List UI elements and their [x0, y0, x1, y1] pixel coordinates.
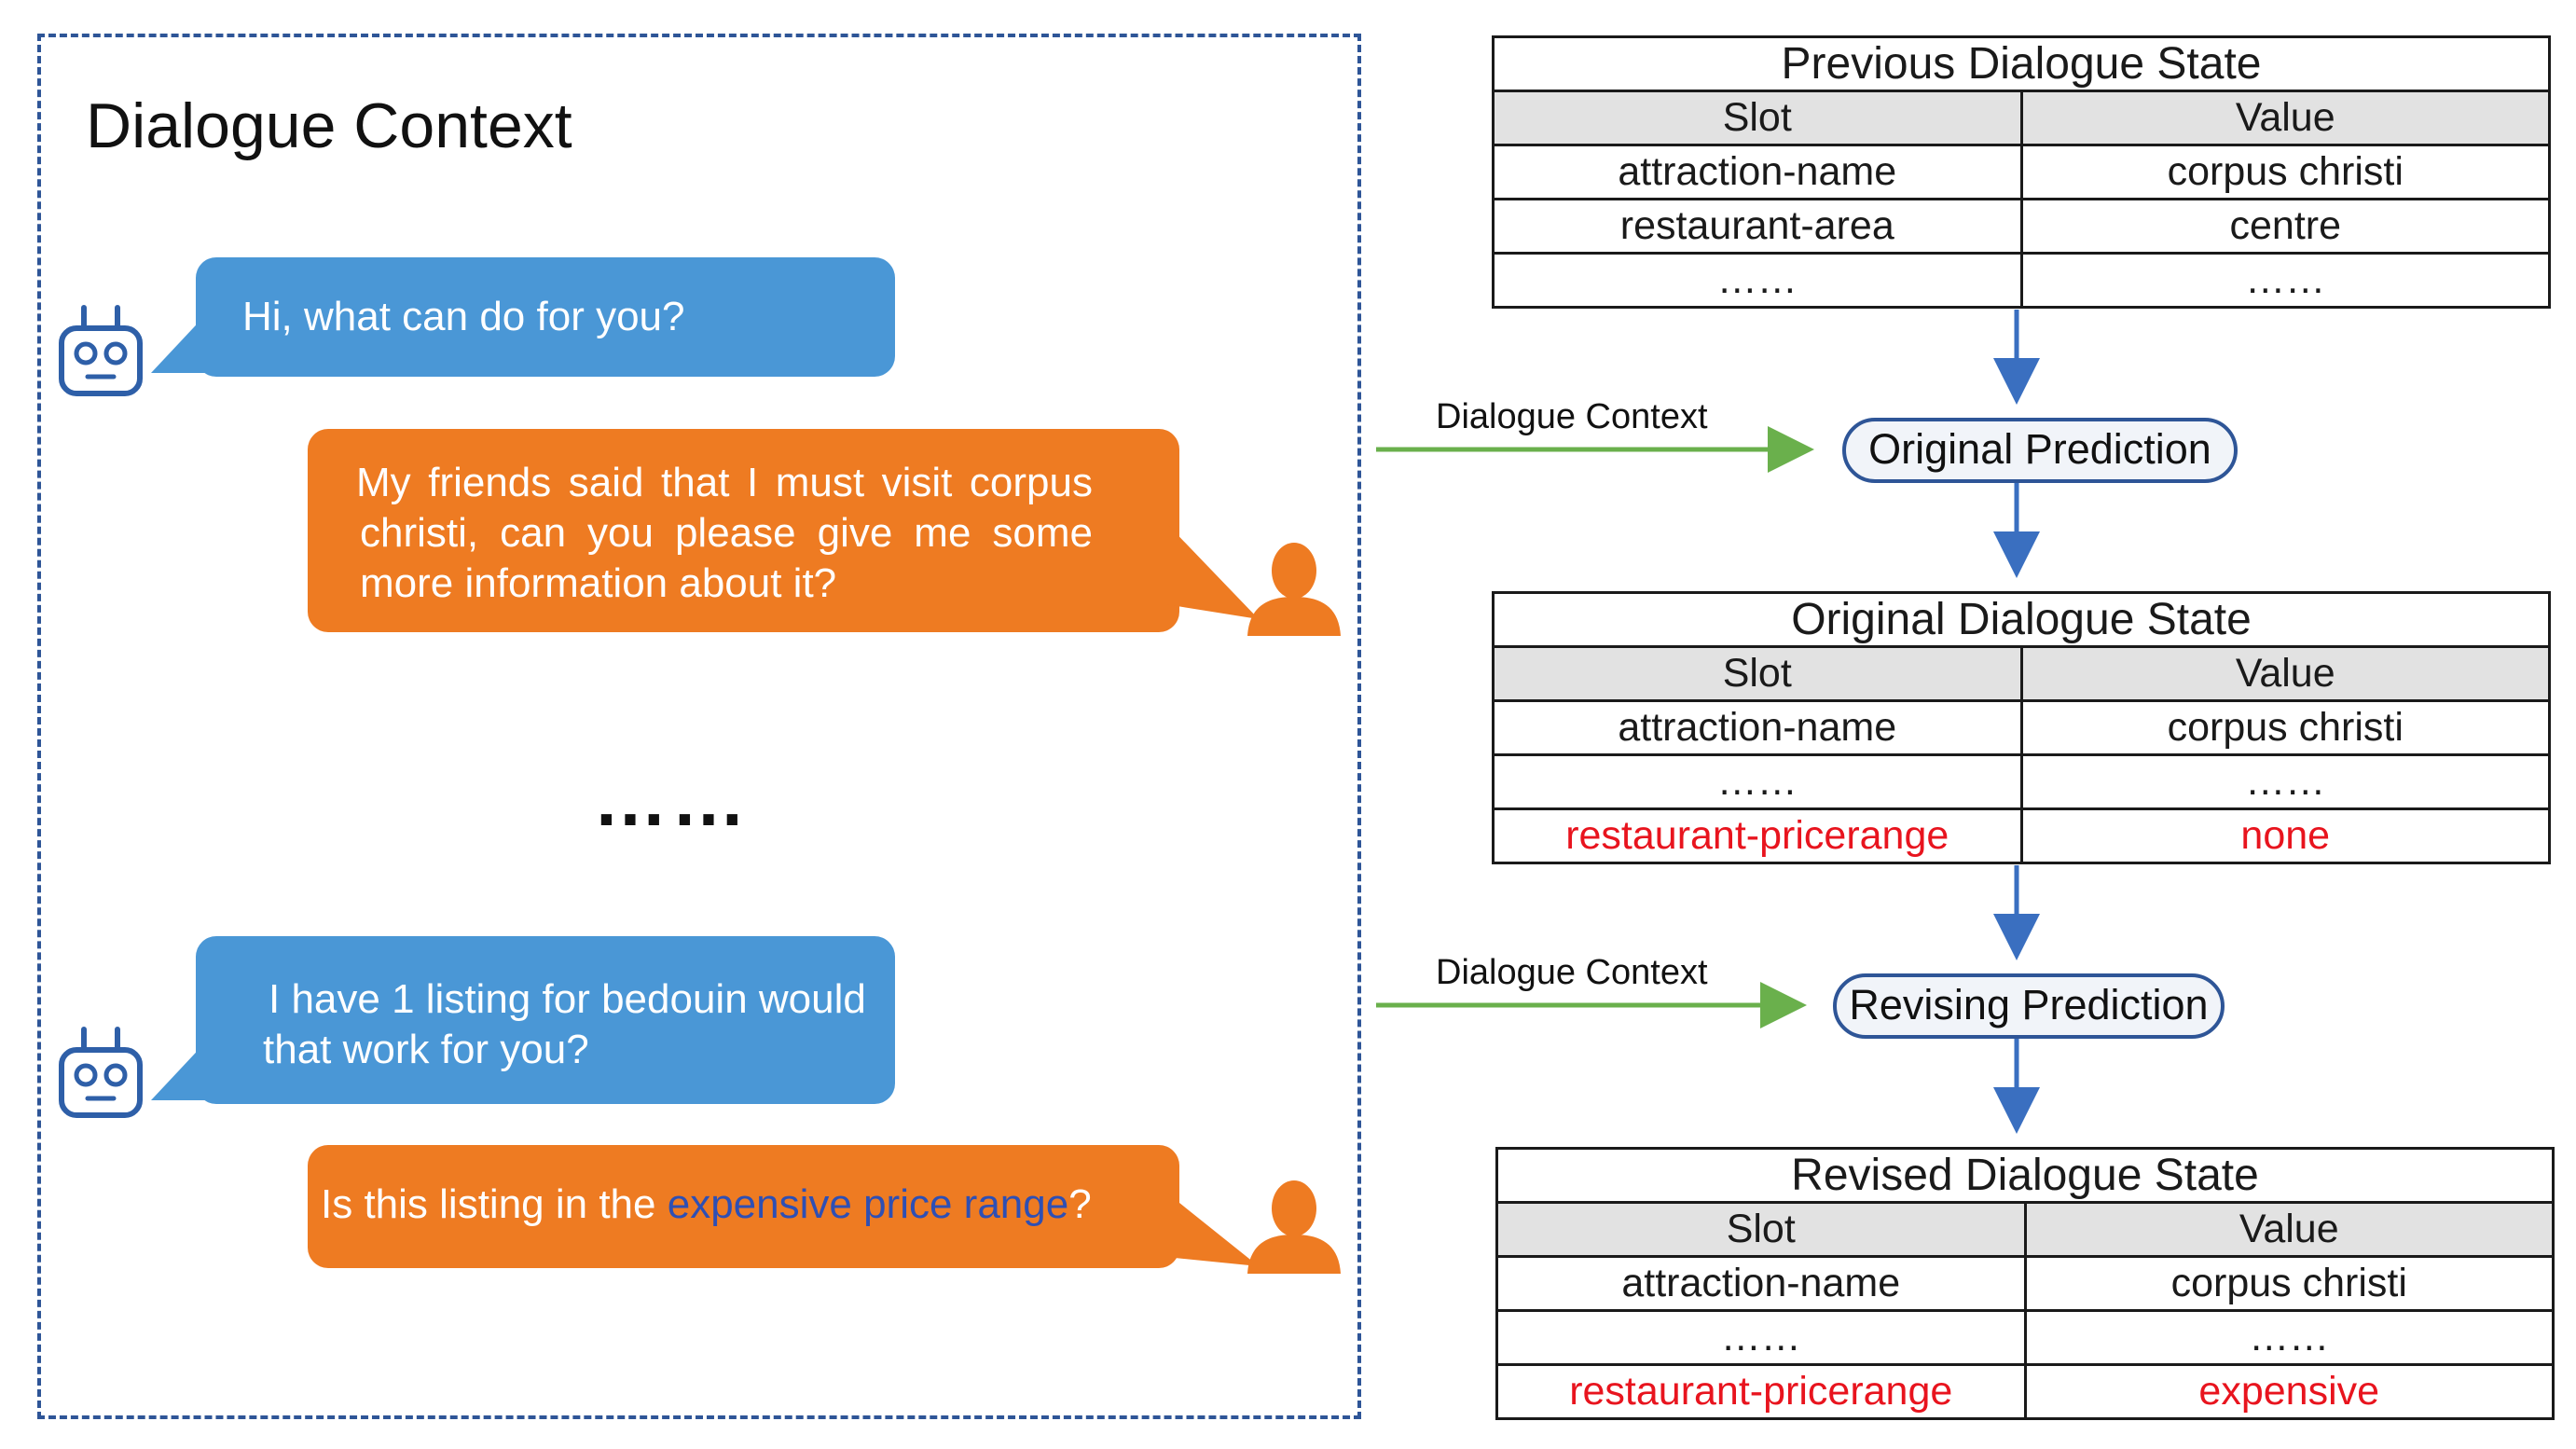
- value-cell: corpus christi: [2019, 699, 2551, 756]
- column-header-slot: Slot: [1495, 1201, 2027, 1258]
- user-icon: [1247, 1180, 1341, 1274]
- value-cell: ……: [2019, 753, 2551, 810]
- edge-label-dialogue-context: Dialogue Context: [1436, 397, 1708, 436]
- slot-cell: restaurant-area: [1492, 198, 2023, 255]
- system-message-bubble: I have 1 listing for bedouin would that …: [151, 936, 895, 1104]
- user-message-line: more information about it?: [360, 560, 837, 606]
- system-message-text: Hi, what can do for you?: [242, 294, 685, 339]
- revising-prediction-node: Revising Prediction: [1833, 973, 2225, 1039]
- column-header-value: Value: [2019, 645, 2551, 702]
- bubble-tail: [1165, 1192, 1259, 1266]
- user-message-prefix: Is this listing in the: [321, 1181, 668, 1227]
- bubble-tail: [151, 313, 207, 373]
- slot-cell: attraction-name: [1495, 1255, 2027, 1312]
- user-message-bubble: My friends said that I must visit corpus…: [308, 429, 1259, 632]
- user-message-bubble: Is this listing in the expensive price r…: [308, 1145, 1259, 1268]
- system-message-line: that work for you?: [263, 1027, 589, 1072]
- user-message-line: christi, can you please give me some: [360, 510, 1093, 556]
- system-message-bubble: Hi, what can do for you?: [151, 257, 895, 377]
- changed-slot-cell: restaurant-pricerange: [1492, 807, 2023, 864]
- slot-cell: attraction-name: [1492, 699, 2023, 756]
- system-message-line: I have 1 listing for bedouin would: [269, 976, 866, 1022]
- table-title: Original Dialogue State: [1492, 591, 2551, 648]
- user-message-text: Is this listing in the expensive price r…: [321, 1179, 1092, 1231]
- dialogue-context-frame: [37, 34, 1361, 1419]
- slot-cell: attraction-name: [1492, 144, 2023, 200]
- dialogue-ellipsis: ……: [593, 758, 750, 841]
- original-prediction-node: Original Prediction: [1842, 418, 2238, 483]
- edge-label-dialogue-context: Dialogue Context: [1436, 953, 1708, 992]
- value-cell: ……: [2019, 252, 2551, 309]
- bubble-tail: [1165, 522, 1259, 619]
- slot-cell: ……: [1492, 753, 2023, 810]
- slot-cell: ……: [1495, 1309, 2027, 1366]
- value-cell: ……: [2023, 1309, 2555, 1366]
- dialogue-context-title: Dialogue Context: [86, 90, 572, 161]
- robot-icon: [59, 305, 143, 396]
- user-message-line: My friends said that I must visit corpus: [356, 460, 1093, 505]
- slot-cell: ……: [1492, 252, 2023, 309]
- value-cell: corpus christi: [2023, 1255, 2555, 1312]
- changed-value-cell: expensive: [2023, 1363, 2555, 1420]
- column-header-slot: Slot: [1492, 90, 2023, 146]
- value-cell: corpus christi: [2019, 144, 2551, 200]
- highlighted-slot-mention: expensive price range: [667, 1181, 1069, 1227]
- user-icon: [1247, 543, 1341, 636]
- robot-icon: [59, 1027, 143, 1118]
- bubble-tail: [151, 1041, 207, 1100]
- changed-value-cell: none: [2019, 807, 2551, 864]
- table-title: Previous Dialogue State: [1492, 35, 2551, 92]
- column-header-value: Value: [2023, 1201, 2555, 1258]
- user-message-suffix: ?: [1068, 1181, 1092, 1227]
- value-cell: centre: [2019, 198, 2551, 255]
- changed-slot-cell: restaurant-pricerange: [1495, 1363, 2027, 1420]
- column-header-slot: Slot: [1492, 645, 2023, 702]
- column-header-value: Value: [2019, 90, 2551, 146]
- table-title: Revised Dialogue State: [1495, 1147, 2555, 1204]
